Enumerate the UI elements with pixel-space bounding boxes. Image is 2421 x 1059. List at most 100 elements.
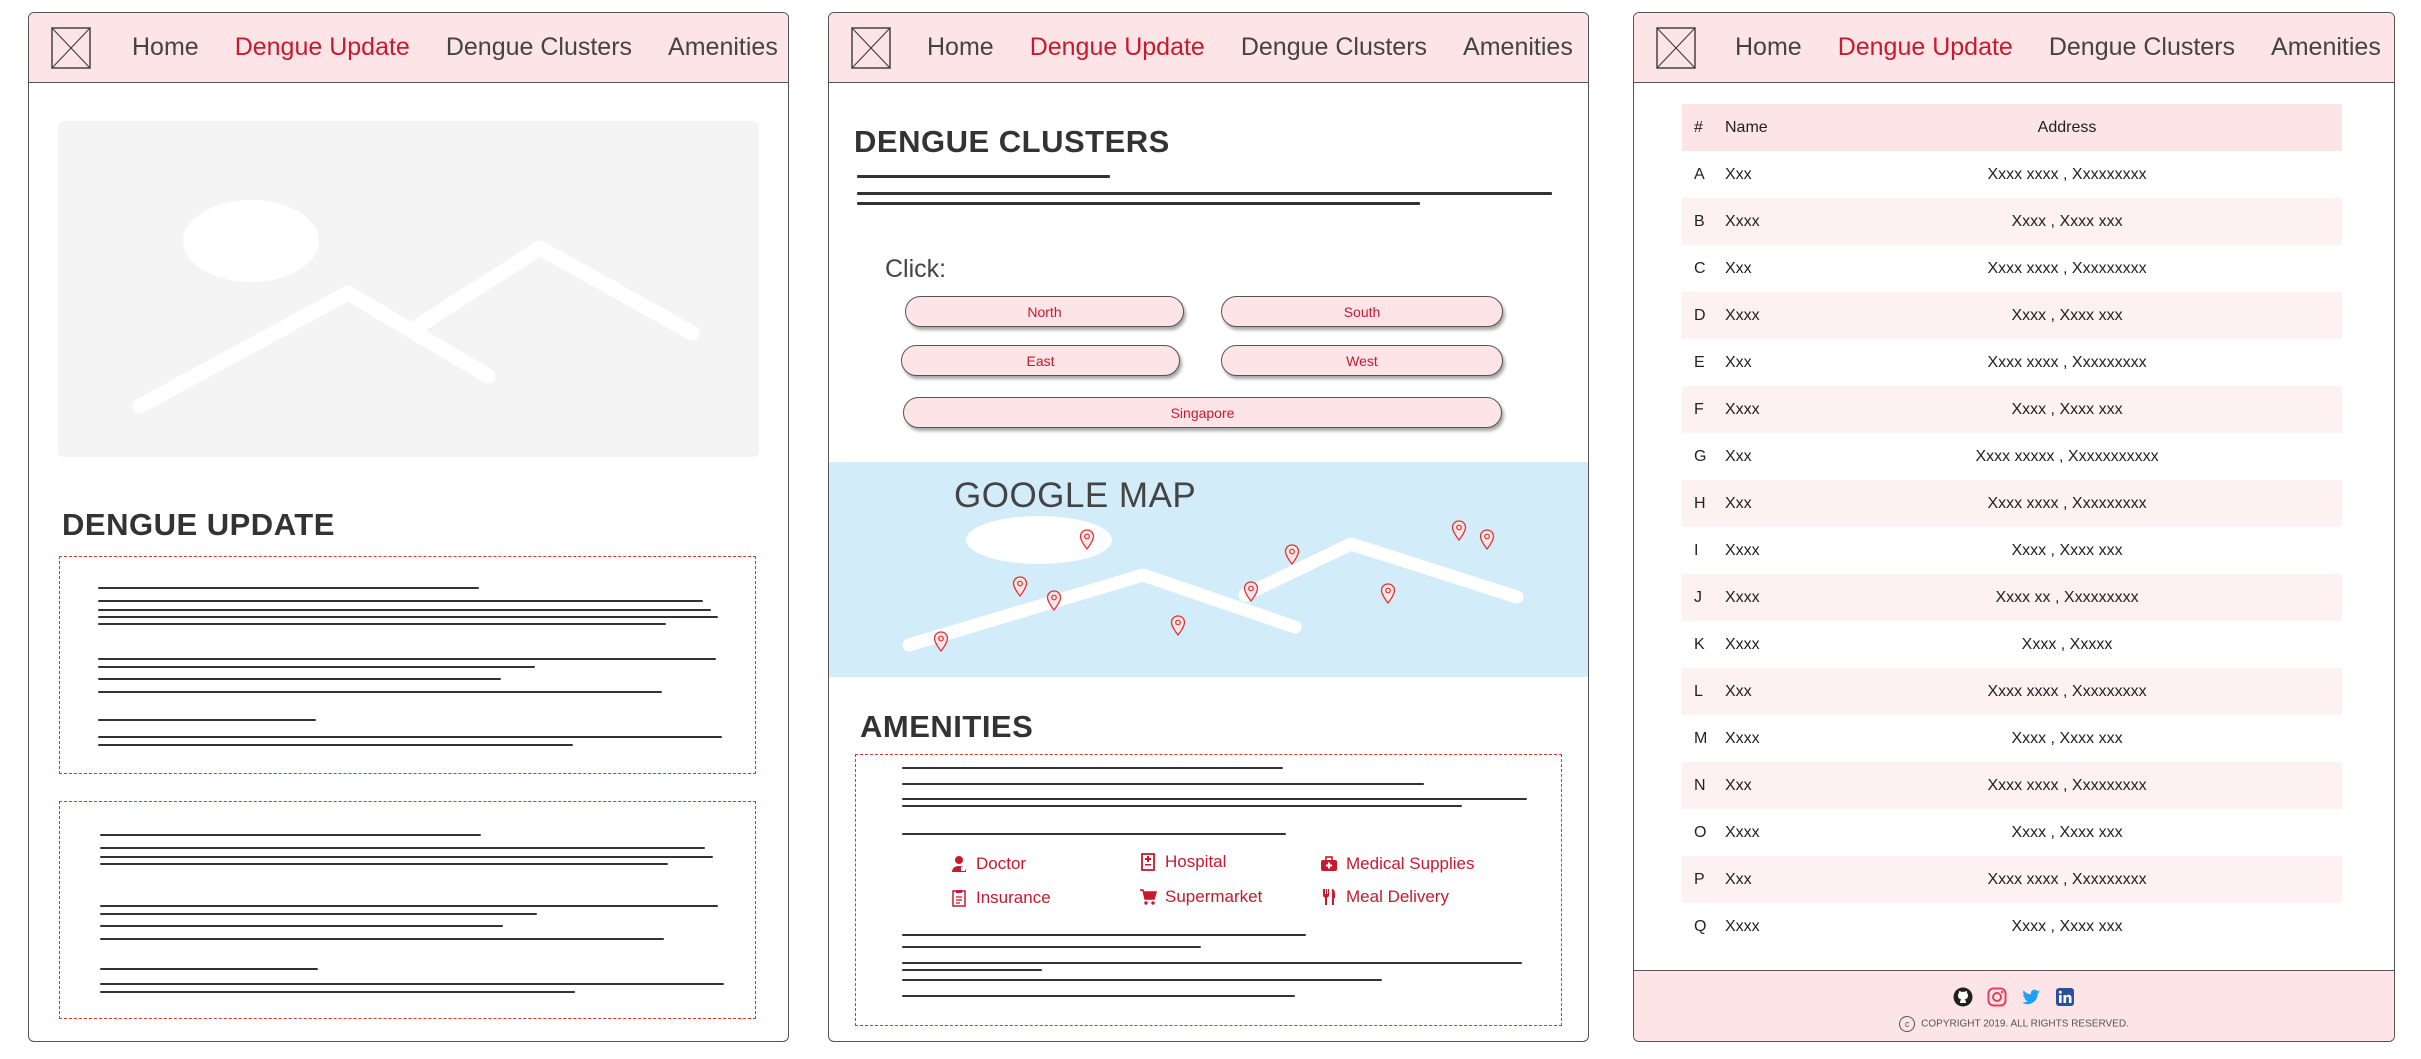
south-button[interactable]: South — [1221, 296, 1503, 327]
row-address: Xxxx , Xxxx xxx — [2011, 306, 2123, 324]
west-button[interactable]: West — [1221, 345, 1503, 376]
row-address: Xxxx xxxx , Xxxxxxxxx — [1987, 259, 2147, 277]
instagram-icon[interactable] — [1987, 987, 2007, 1007]
row-name: Xxx — [1725, 259, 1752, 277]
logo-icon[interactable] — [51, 27, 91, 69]
singapore-button[interactable]: Singapore — [903, 397, 1502, 428]
doctor-icon — [952, 856, 966, 872]
row-num: I — [1694, 541, 1699, 559]
map-pin-icon[interactable] — [1079, 529, 1095, 551]
copyright-icon: c — [1899, 1016, 1916, 1032]
map-pin-icon[interactable] — [1012, 576, 1028, 598]
navbar: Home Dengue Update Dengue Clusters Ameni… — [1634, 13, 2394, 83]
nav-dengue-clusters[interactable]: Dengue Clusters — [2048, 33, 2236, 61]
github-icon[interactable] — [1953, 987, 1973, 1007]
row-name: Xxx — [1725, 776, 1752, 794]
text-line — [98, 736, 722, 738]
text-line — [902, 767, 1283, 769]
amenity-doctor-label: Doctor — [976, 854, 1027, 873]
logo-icon[interactable] — [1656, 27, 1696, 69]
hero-image-placeholder — [58, 121, 759, 457]
amenity-doctor[interactable]: Doctor — [950, 854, 1026, 874]
row-name: Xxx — [1725, 494, 1752, 512]
nav-amenities[interactable]: Amenities — [1463, 33, 1573, 61]
row-num: J — [1694, 588, 1702, 606]
row-num: K — [1694, 635, 1705, 653]
map-pin-icon[interactable] — [1243, 581, 1259, 603]
amenity-insurance[interactable]: Insurance — [950, 888, 1051, 908]
row-address: Xxxx , Xxxx xxx — [2011, 212, 2123, 230]
twitter-icon[interactable] — [2021, 987, 2041, 1007]
nav-dengue-clusters[interactable]: Dengue Clusters — [1240, 33, 1428, 61]
map-pin-icon[interactable] — [1284, 544, 1300, 566]
row-address: Xxxx xxxx , Xxxxxxxxx — [1987, 165, 2147, 183]
text-line — [902, 805, 1462, 807]
header-address: Address — [2037, 118, 2097, 136]
row-name: Xxxx — [1725, 212, 1760, 230]
row-address: Xxxx xx , Xxxxxxxxx — [1995, 588, 2139, 606]
row-address: Xxxx , Xxxxx — [2021, 635, 2113, 653]
east-button[interactable]: East — [901, 345, 1180, 376]
navbar: Home Dengue Update Dengue Clusters Ameni… — [29, 13, 788, 83]
nav-dengue-update[interactable]: Dengue Update — [1029, 33, 1205, 61]
row-num: C — [1694, 259, 1706, 277]
linkedin-icon[interactable] — [2055, 987, 2075, 1007]
map-pin-icon[interactable] — [1451, 520, 1467, 542]
amenity-medical-supplies[interactable]: Medical Supplies — [1320, 854, 1475, 874]
wireframe-dengue-update: Home Dengue Update Dengue Clusters Ameni… — [28, 12, 789, 1042]
utensils-icon — [1323, 889, 1335, 905]
nav-dengue-update[interactable]: Dengue Update — [1837, 33, 2013, 61]
text-line — [902, 962, 1522, 964]
medical-kit-icon — [1321, 856, 1337, 871]
text-line — [902, 995, 1295, 997]
text-line — [100, 834, 481, 836]
text-line — [100, 847, 705, 849]
nav-amenities[interactable]: Amenities — [668, 33, 778, 61]
row-name: Xxxx — [1725, 823, 1760, 841]
amenity-medical-supplies-label: Medical Supplies — [1346, 854, 1475, 873]
amenity-hospital-label: Hospital — [1165, 852, 1227, 871]
row-num: P — [1694, 870, 1705, 888]
text-line — [857, 192, 1552, 195]
row-address: Xxxx xxxxx , Xxxxxxxxxxx — [1975, 447, 2159, 465]
north-button[interactable]: North — [905, 296, 1184, 327]
header-num: # — [1694, 118, 1703, 136]
map-pin-icon[interactable] — [1479, 529, 1495, 551]
text-line — [100, 856, 713, 858]
nav-home[interactable]: Home — [132, 33, 199, 61]
text-line — [902, 934, 1306, 936]
nav-home[interactable]: Home — [927, 33, 994, 61]
clipboard-icon — [952, 890, 966, 907]
navbar: Home Dengue Update Dengue Clusters Ameni… — [829, 13, 1588, 83]
text-line — [902, 979, 1382, 981]
nav-home[interactable]: Home — [1735, 33, 1802, 61]
map-pin-icon[interactable] — [1170, 615, 1186, 637]
row-address: Xxxx , Xxxx xxx — [2011, 729, 2123, 747]
text-line — [902, 946, 1201, 948]
row-address: Xxxx , Xxxx xxx — [2011, 917, 2123, 935]
nav-amenities[interactable]: Amenities — [2271, 33, 2381, 61]
google-map[interactable]: GOOGLE MAP — [829, 462, 1588, 677]
amenity-supermarket[interactable]: Supermarket — [1139, 887, 1262, 907]
content-card — [59, 556, 756, 774]
text-line — [100, 925, 503, 927]
map-pin-icon[interactable] — [1046, 590, 1062, 612]
row-address: Xxxx , Xxxx xxx — [2011, 823, 2123, 841]
map-pin-icon[interactable] — [1380, 583, 1396, 605]
nav-dengue-update[interactable]: Dengue Update — [234, 33, 410, 61]
amenity-meal-delivery[interactable]: Meal Delivery — [1320, 887, 1449, 907]
nav-dengue-clusters[interactable]: Dengue Clusters — [445, 33, 633, 61]
row-address: Xxxx , Xxxx xxx — [2011, 400, 2123, 418]
map-pin-icon[interactable] — [933, 631, 949, 653]
row-name: Xxxx — [1725, 306, 1760, 324]
logo-icon[interactable] — [851, 27, 891, 69]
text-line — [98, 600, 703, 602]
amenity-hospital[interactable]: Hospital — [1139, 852, 1226, 872]
